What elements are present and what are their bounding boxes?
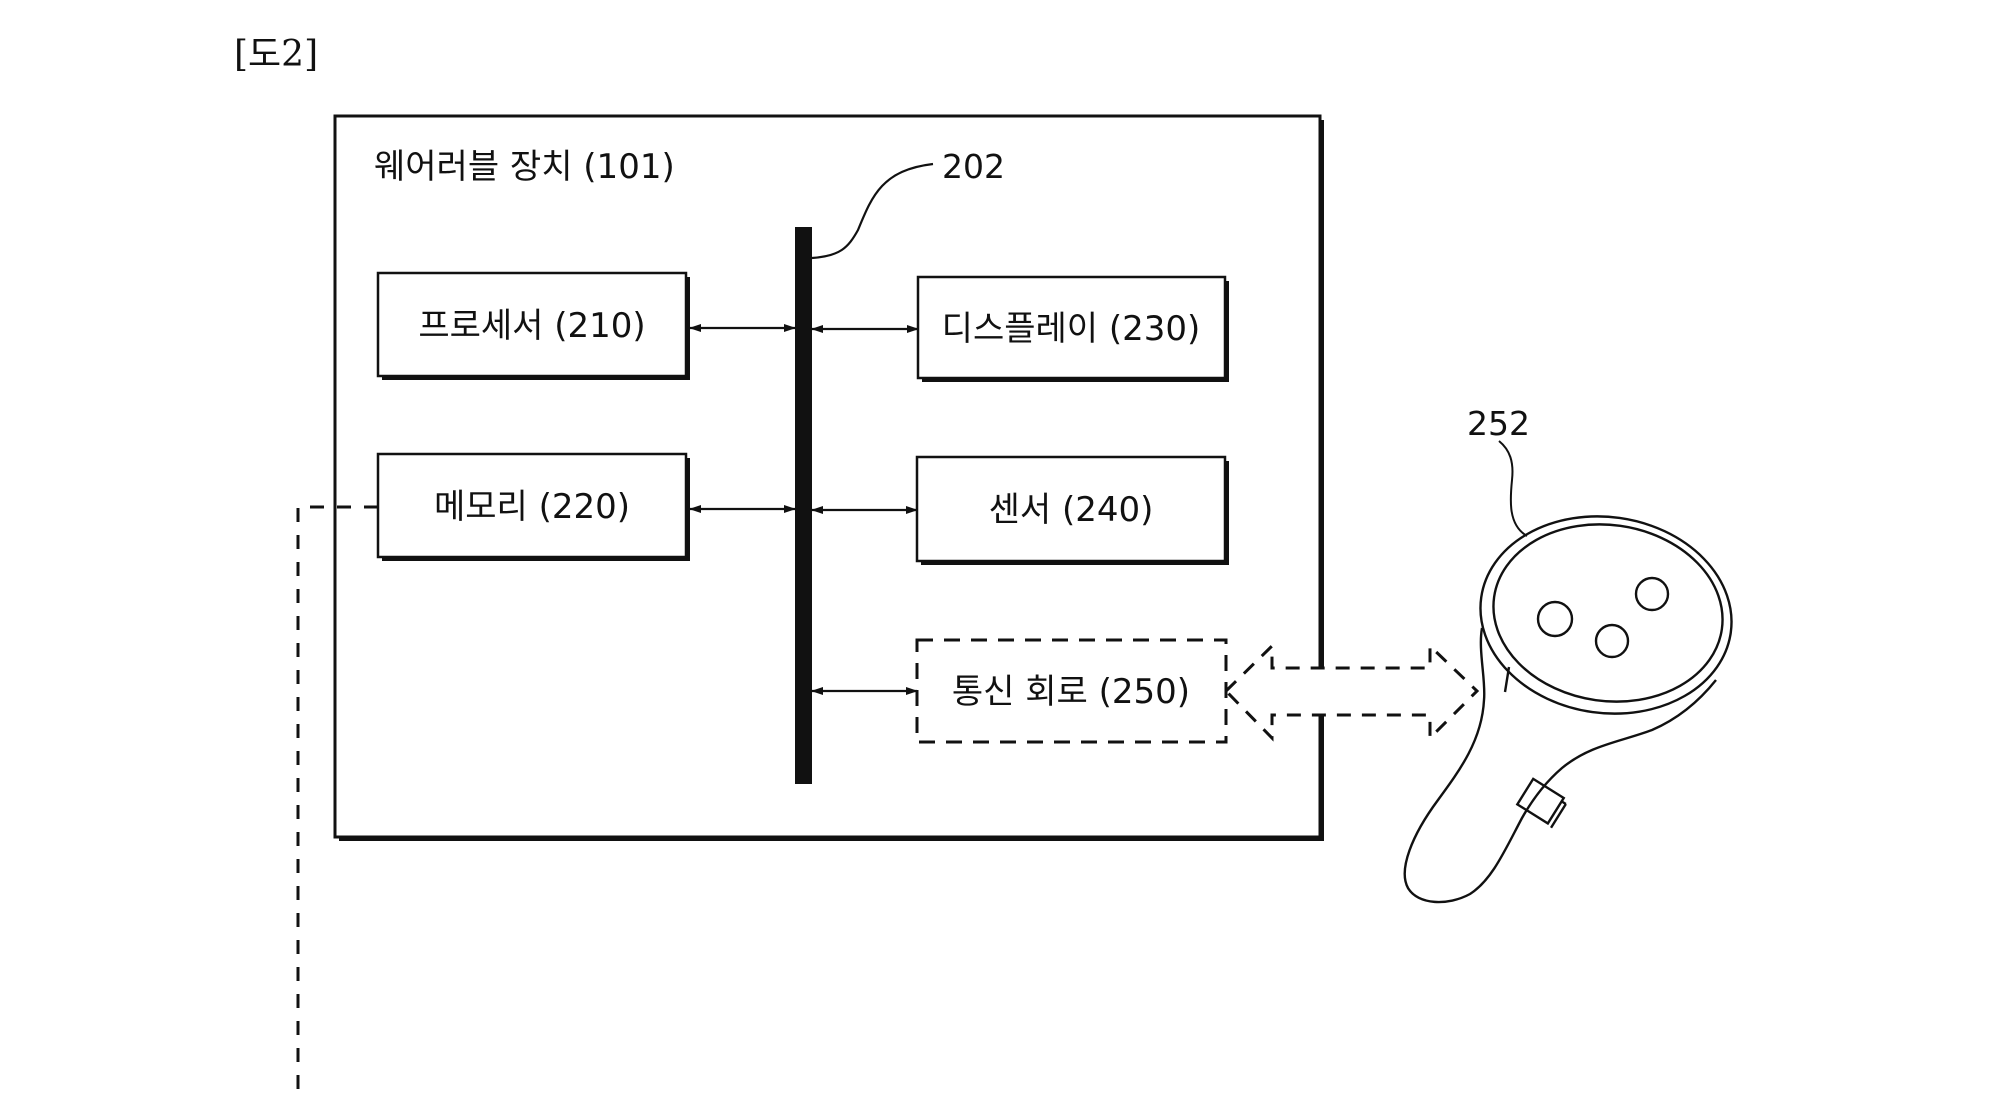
processor-block: 프로세서 (210)	[376, 271, 690, 380]
controller-outer-ring	[1479, 515, 1733, 715]
display-block: 디스플레이 (230)	[916, 275, 1229, 382]
communication-label: 통신 회로 (250)	[952, 672, 1190, 712]
bus-leader-line	[811, 162, 934, 260]
memory-label: 메모리 (220)	[434, 487, 630, 527]
sensor-label: 센서 (240)	[989, 490, 1154, 530]
figure-number: [도2]	[234, 34, 318, 75]
controller-ref-label: 252	[1467, 404, 1530, 443]
bus-ref-label: 202	[942, 147, 1005, 186]
controller-strap-clip	[1515, 777, 1567, 829]
controller-handle-outline	[1403, 627, 1717, 904]
bus-202	[795, 227, 812, 784]
controller-device-252	[1403, 440, 1733, 904]
sensor-block: 센서 (240)	[915, 455, 1229, 565]
controller-button-2	[1594, 623, 1630, 659]
controller-button-3	[1634, 576, 1670, 612]
communication-block: 통신 회로 (250)	[915, 638, 1228, 744]
controller-seam-line	[1503, 666, 1511, 693]
wireless-link-arrow	[1223, 642, 1480, 742]
controller-button-1	[1536, 600, 1574, 638]
memory-block: 메모리 (220)	[376, 452, 690, 561]
display-label: 디스플레이 (230)	[942, 309, 1201, 349]
processor-label: 프로세서 (210)	[418, 306, 645, 346]
controller-leader-line	[1498, 440, 1528, 537]
device-title: 웨어러블 장치 (101)	[374, 147, 675, 187]
controller-inner-ring	[1492, 523, 1724, 703]
